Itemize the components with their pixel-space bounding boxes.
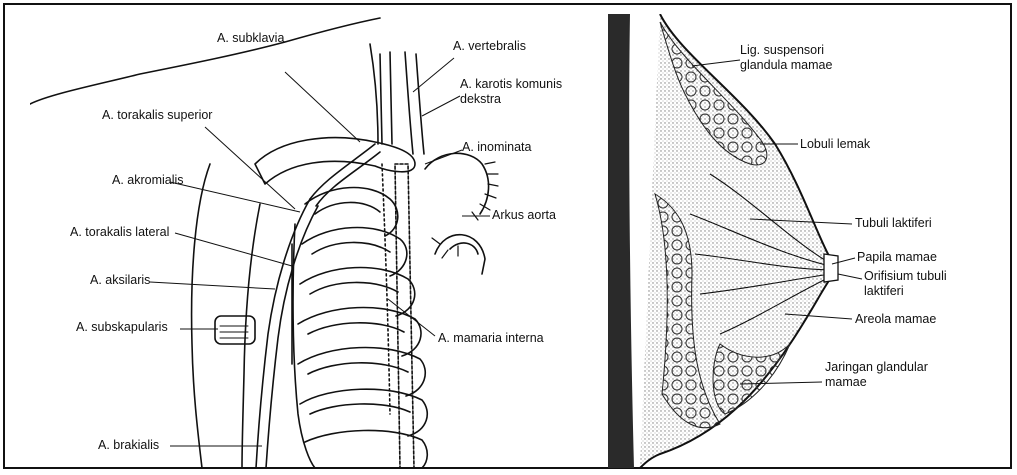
label-jaringan-glandular: Jaringan glandular — [825, 361, 928, 374]
label-torakalis-lateral: A. torakalis lateral — [70, 226, 169, 239]
label-vertebralis: A. vertebralis — [453, 40, 526, 53]
label-papila-mamae: Papila mamae — [857, 251, 937, 264]
label-tubuli-laktiferi: Tubuli laktiferi — [855, 217, 932, 230]
label-lobuli-lemak: Lobuli lemak — [800, 138, 870, 151]
subclavian-artery — [310, 144, 375, 199]
rib-2 — [302, 228, 407, 276]
rib-6 — [300, 389, 427, 436]
label-karotis-line2: dekstra — [460, 93, 501, 106]
chest-side-outline — [293, 224, 315, 468]
breast-section-panel: Lig. suspensori glandula mamae Lobuli le… — [600, 14, 1010, 468]
label-subskapularis: A. subskapularis — [76, 321, 168, 334]
label-arkus-aorta: Arkus aorta — [492, 209, 556, 222]
label-subklavia: A. subklavia — [217, 32, 284, 45]
label-aksilaris: A. aksilaris — [90, 274, 150, 287]
label-areola-mamae: Areola mamae — [855, 313, 936, 326]
label-inominata: A. inominata — [462, 141, 531, 154]
clavicle — [255, 138, 415, 184]
label-lig-suspensori: Lig. suspensori — [740, 44, 824, 57]
chest-wall — [608, 14, 634, 468]
label-lig-suspensori-line2: glandula mamae — [740, 59, 832, 72]
artery-diagram-panel: A. subklavia A. vertebralis A. karotis k… — [30, 14, 590, 468]
label-mamaria-interna: A. mamaria interna — [438, 332, 544, 345]
label-torakalis-superior: A. torakalis superior — [102, 109, 212, 122]
label-orifisium-tubuli: Orifisium tubuli — [864, 270, 947, 283]
label-karotis: A. karotis komunis — [460, 78, 562, 91]
breast-drawing — [600, 14, 1010, 468]
aortic-arch — [425, 153, 489, 214]
sternum — [395, 164, 414, 468]
label-orifisium-line2: laktiferi — [864, 285, 904, 298]
shoulder-outline — [30, 18, 380, 104]
label-jaringan-line2: mamae — [825, 376, 867, 389]
arm-inner-outline — [242, 204, 260, 468]
nipple — [824, 254, 838, 282]
internal-mammary-artery — [382, 164, 390, 414]
arm-outer-outline — [192, 164, 210, 468]
vertebral-artery — [380, 54, 382, 144]
label-akromialis: A. akromialis — [112, 174, 184, 187]
label-brakialis: A. brakialis — [98, 439, 159, 452]
subscapular-box — [215, 316, 255, 344]
carotid-artery — [405, 52, 413, 154]
